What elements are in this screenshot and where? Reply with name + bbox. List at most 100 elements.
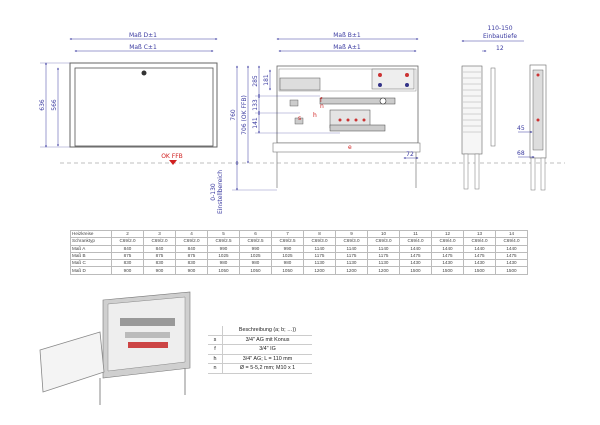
table-cell: 1130 [367,259,400,268]
door-panel [39,331,105,393]
dim-45: 45 [517,125,525,132]
table-cell: 10 [367,229,400,239]
table-cell: 990 [207,244,240,253]
table-cell: C69/2.5 [239,237,272,246]
lock-icon [141,70,147,76]
table-cell: 1440 [463,244,496,253]
table-cell: 1050 [271,266,304,275]
dim-maß-b: Maß B±1 [333,32,361,39]
table-cell: 980 [271,259,304,268]
table-cell: 900 [143,266,176,275]
adjust-label: Einstellbereich [217,170,224,214]
table-cell: 830 [175,259,208,268]
dim-181: 181 [263,74,270,86]
depth-label: Einbautiefe [483,33,517,40]
row-label: Maß B [70,251,112,261]
table-cell: C69/2.5 [207,237,240,246]
table-cell: 830 [111,259,144,268]
table-cell: 980 [239,259,272,268]
table-cell: 1130 [335,259,368,268]
dim-maß-a: Maß A±1 [333,44,361,51]
table-cell: 1500 [399,266,432,275]
table-cell: 1140 [335,244,368,253]
table-cell: 1175 [367,251,400,261]
marker-n: n [320,103,324,110]
table-cell: 1025 [239,251,272,261]
table-cell: 7 [271,229,304,239]
floor-marker-icon [169,160,177,165]
table-cell: 875 [143,251,176,261]
floor-label: OK FFB [161,153,183,160]
table-cell: 1200 [367,266,400,275]
dim-maß-d: Maß D±1 [129,32,157,39]
table-cell: 1475 [495,251,528,261]
table-cell: 1500 [431,266,464,275]
table-cell: 8 [303,229,336,239]
table-cell: C69/3.0 [367,237,400,246]
table-cell: 9 [335,229,368,239]
base-plate [272,142,421,153]
table-cell: 4 [175,229,208,239]
row-label: Maß D [70,266,112,275]
dim-133: 133 [252,99,259,111]
table-cell: 840 [175,244,208,253]
marker-f: f [320,97,323,104]
table-cell: C69/2.0 [175,237,208,246]
table-cell: 1025 [271,251,304,261]
legend-text: 3/4" AG mit Konus [222,335,312,345]
table-cell: 1440 [431,244,464,253]
row-label: Schranktyp [70,237,112,246]
table-cell: 1430 [399,259,432,268]
side-view: 110-150 Einbautiefe 12 45 68 [461,25,547,191]
table-cell: 830 [143,259,176,268]
table-cell: 1175 [335,251,368,261]
table-cell: 11 [399,229,432,239]
marker-h: h [313,112,317,119]
table-cell: 1050 [239,266,272,275]
table-cell: 1430 [463,259,496,268]
dim-12: 12 [496,45,504,52]
dim-706: 706 (OK FFB) [241,95,248,135]
dim-566: 566 [51,99,58,111]
dim-636: 636 [39,99,46,111]
table-cell: 980 [207,259,240,268]
adjust-range: 0-130 [210,183,217,201]
side-cabinet-left [461,65,483,155]
table-cell: 1475 [463,251,496,261]
dim-141: 141 [252,117,259,129]
legend-text: 3/4" AG; L = 110 mm [222,354,312,364]
legend-text: Ø = 5-5,2 mm; M10 x 1 [222,363,312,374]
dim-760: 760 [230,109,237,121]
table-cell: 990 [271,244,304,253]
legend-key: h [208,354,223,364]
depth-range: 110-150 [487,25,512,32]
table-cell: C69/4.0 [431,237,464,246]
center-view: f n h s e Maß B±1 Maß A±1 760 706 (OK FF… [210,32,421,214]
table-cell: C69/4.0 [399,237,432,246]
table-cell: C69/2.5 [271,237,304,246]
dim-285: 285 [252,75,259,87]
table-cell: 1475 [431,251,464,261]
table-cell: 1130 [303,259,336,268]
front-view: Maß D±1 Maß C±1 636 566 OK FFB [39,32,218,165]
marker-e: e [348,144,352,151]
table-cell: 875 [111,251,144,261]
table-cell: 1440 [495,244,528,253]
table-cell: 990 [239,244,272,253]
return-manifold [329,124,386,132]
legend-key: s [208,335,223,345]
table-cell: 1200 [335,266,368,275]
table-cell: 1025 [207,251,240,261]
table-cell: 6 [239,229,272,239]
dim-72: 72 [406,151,414,158]
table-cell: C69/3.0 [335,237,368,246]
row-label: Heizkreise [70,229,112,239]
